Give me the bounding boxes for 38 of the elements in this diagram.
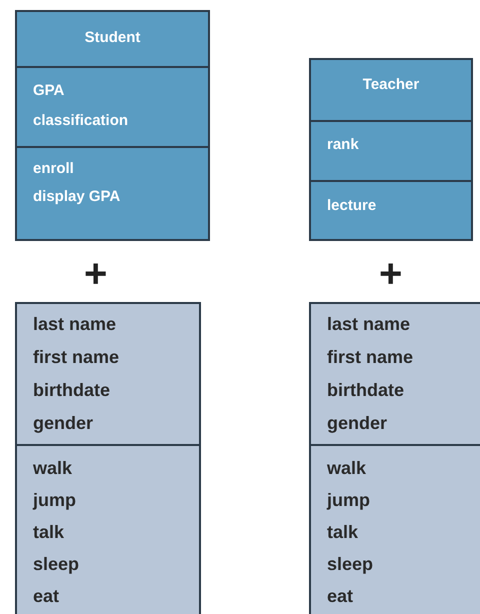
class-name-text: Teacher [362,76,420,93]
operation-text: enroll [33,160,74,177]
class-compartment [309,180,473,241]
plus-sign: + [379,254,402,294]
class-compartment [309,120,473,182]
class-compartment [15,66,210,148]
attribute-text: birthdate [327,380,404,401]
attribute-text: first name [33,347,120,368]
class-compartment [309,302,480,446]
attribute-text: birthdate [33,380,110,401]
operation-text: display GPA [33,188,120,205]
attribute-text: first name [327,347,414,368]
class-compartment [15,444,201,614]
operation-text: walk [327,458,366,479]
attribute-text: classification [33,112,128,129]
attribute-text: last name [327,314,410,335]
operation-text: jump [33,490,76,511]
operation-text: sleep [33,554,80,575]
class-header-compartment [309,58,473,122]
attribute-text: GPA [33,82,64,99]
plus-sign: + [84,254,108,294]
operation-text: talk [33,522,64,543]
operation-text: eat [33,586,60,607]
operation-text: sleep [327,554,374,575]
class-header-compartment [15,10,210,68]
class-compartment [309,444,480,614]
class-name-text: Student [84,29,142,46]
attribute-text: gender [33,413,94,434]
operation-text: talk [327,522,358,543]
operation-text: lecture [327,197,376,214]
attribute-text: last name [33,314,116,335]
operation-text: walk [33,458,72,479]
operation-text: jump [327,490,370,511]
attribute-text: rank [327,136,359,153]
operation-text: eat [327,586,354,607]
class-compartment [15,302,201,446]
attribute-text: gender [327,413,388,434]
class-compartment [15,146,210,241]
